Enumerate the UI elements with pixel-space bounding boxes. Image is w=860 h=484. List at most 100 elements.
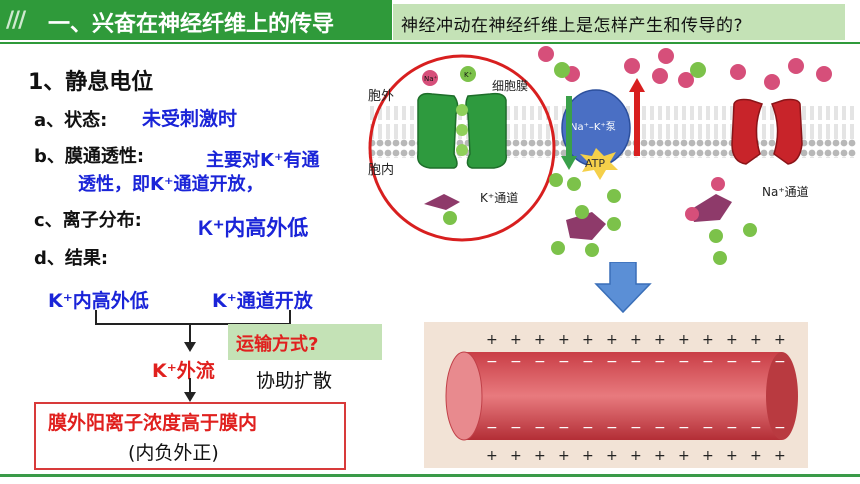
plus-charge: +	[486, 332, 498, 348]
state-value: 未受刺激时	[142, 108, 238, 130]
plus-charge: +	[702, 332, 714, 348]
svg-text:K⁺: K⁺	[464, 71, 473, 79]
minus-charge: −	[486, 354, 498, 370]
minus-charge: −	[726, 354, 738, 370]
inside-label: 胞内	[368, 162, 394, 178]
result-label: d、结果:	[34, 248, 109, 269]
minus-charge: −	[726, 420, 738, 436]
facilitated-diffusion: 协助扩散	[256, 370, 333, 392]
minus-charge: −	[510, 354, 522, 370]
plus-charge: +	[558, 448, 570, 464]
permeability-line1: 主要对K⁺有通	[206, 150, 320, 171]
title-bar: /// 一、兴奋在神经纤维上的传导	[0, 0, 392, 40]
plus-charge: +	[630, 448, 642, 464]
svg-text:ATP: ATP	[585, 157, 605, 170]
k-channel	[417, 92, 507, 169]
minus-charge: −	[534, 354, 546, 370]
na-ions	[422, 46, 832, 221]
minus-charge: −	[654, 354, 666, 370]
minus-charge: −	[702, 354, 714, 370]
flow-k-in-high: K⁺内高外低	[48, 290, 149, 312]
plus-charge: +	[678, 448, 690, 464]
result-line2: (内负外正)	[128, 442, 219, 464]
svg-text:Na⁺–K⁺泵: Na⁺–K⁺泵	[570, 121, 616, 133]
ion-distribution-value: K⁺内高外低	[198, 217, 309, 240]
minus-charge: −	[558, 420, 570, 436]
ion-distribution-label: c、离子分布:	[34, 210, 142, 231]
outside-label: 胞外	[368, 89, 394, 104]
plus-charge: +	[726, 448, 738, 464]
arrow-up-icon	[629, 78, 645, 92]
protein-blob	[690, 194, 732, 222]
svg-text:Na⁺: Na⁺	[424, 75, 438, 83]
plus-charge: +	[534, 332, 546, 348]
minus-charge: −	[534, 420, 546, 436]
minus-charge: −	[750, 420, 762, 436]
protein-blob	[566, 212, 606, 240]
minus-charge: −	[630, 354, 642, 370]
minus-charge: −	[510, 420, 522, 436]
plus-charge: +	[654, 332, 666, 348]
transport-question-box: 运输方式?	[228, 324, 382, 360]
plus-charge: +	[606, 448, 618, 464]
plus-charge: +	[702, 448, 714, 464]
highlight-circle	[368, 54, 556, 242]
flow-k-outflow: K⁺外流	[152, 360, 215, 382]
minus-charge: −	[582, 354, 594, 370]
chevron-decoration-icon: ///	[6, 8, 26, 33]
minus-charge: −	[582, 420, 594, 436]
minus-charge: −	[702, 420, 714, 436]
plus-charge: +	[774, 332, 786, 348]
plus-charge: +	[582, 332, 594, 348]
header-divider	[0, 42, 860, 44]
minus-charge: −	[606, 354, 618, 370]
plus-charge: +	[654, 448, 666, 464]
nerve-fiber-cylinder: +++++++++++++ +++++++++++++ −−−−−−−−−−−−…	[445, 332, 798, 464]
minus-charge: −	[774, 420, 786, 436]
k-channel-label: K⁺通道	[480, 191, 518, 205]
plus-charge: +	[486, 448, 498, 464]
minus-charge: −	[774, 354, 786, 370]
result-box: 膜外阳离子浓度高于膜内 (内负外正)	[34, 402, 346, 470]
minus-charge: −	[630, 420, 642, 436]
plus-charge: +	[534, 448, 546, 464]
footer-divider	[0, 474, 860, 477]
minus-charge: −	[558, 354, 570, 370]
plus-charge: +	[510, 448, 522, 464]
plus-charge: +	[606, 332, 618, 348]
atp-star	[580, 148, 618, 180]
membrane-label: 细胞膜	[492, 79, 528, 93]
protein-blob	[424, 194, 460, 210]
permeability-label: b、膜通透性:	[34, 146, 145, 167]
minus-charge: −	[606, 420, 618, 436]
minus-charge: −	[678, 420, 690, 436]
minus-charge: −	[654, 420, 666, 436]
result-line1: 膜外阳离子浓度高于膜内	[48, 412, 258, 434]
na-channel	[731, 98, 803, 165]
plus-charge: +	[750, 332, 762, 348]
section-heading: 1、静息电位	[28, 70, 154, 95]
plus-charge: +	[678, 332, 690, 348]
plus-charge: +	[630, 332, 642, 348]
plus-charge: +	[582, 448, 594, 464]
membrane-diagram: ATP Na⁺–K⁺泵 胞外 胞内 细胞膜 K⁺通道 Na⁺通道 Na⁺ K⁺	[368, 46, 856, 265]
down-arrow-icon	[594, 262, 652, 314]
plus-charge: +	[558, 332, 570, 348]
na-channel-label: Na⁺通道	[762, 185, 809, 199]
minus-charge: −	[486, 420, 498, 436]
page-title: 一、兴奋在神经纤维上的传导	[48, 12, 335, 37]
question-box: 神经冲动在神经纤维上是怎样产生和传导的?	[393, 4, 845, 40]
plus-charge: +	[750, 448, 762, 464]
transport-question: 运输方式?	[236, 334, 319, 355]
flow-bracket	[95, 310, 291, 352]
permeability-line2: 透性，即K⁺通道开放，	[78, 174, 264, 195]
plus-charge: +	[726, 332, 738, 348]
k-ions	[443, 62, 757, 265]
arrow-down-icon	[561, 156, 577, 170]
flow-k-channel-open: K⁺通道开放	[212, 290, 313, 312]
nerve-fiber-panel: +++++++++++++ +++++++++++++ −−−−−−−−−−−−…	[424, 322, 808, 468]
plus-charge: +	[774, 448, 786, 464]
flow-arrow-down-icon	[184, 378, 196, 402]
minus-charge: −	[678, 354, 690, 370]
minus-charge: −	[750, 354, 762, 370]
